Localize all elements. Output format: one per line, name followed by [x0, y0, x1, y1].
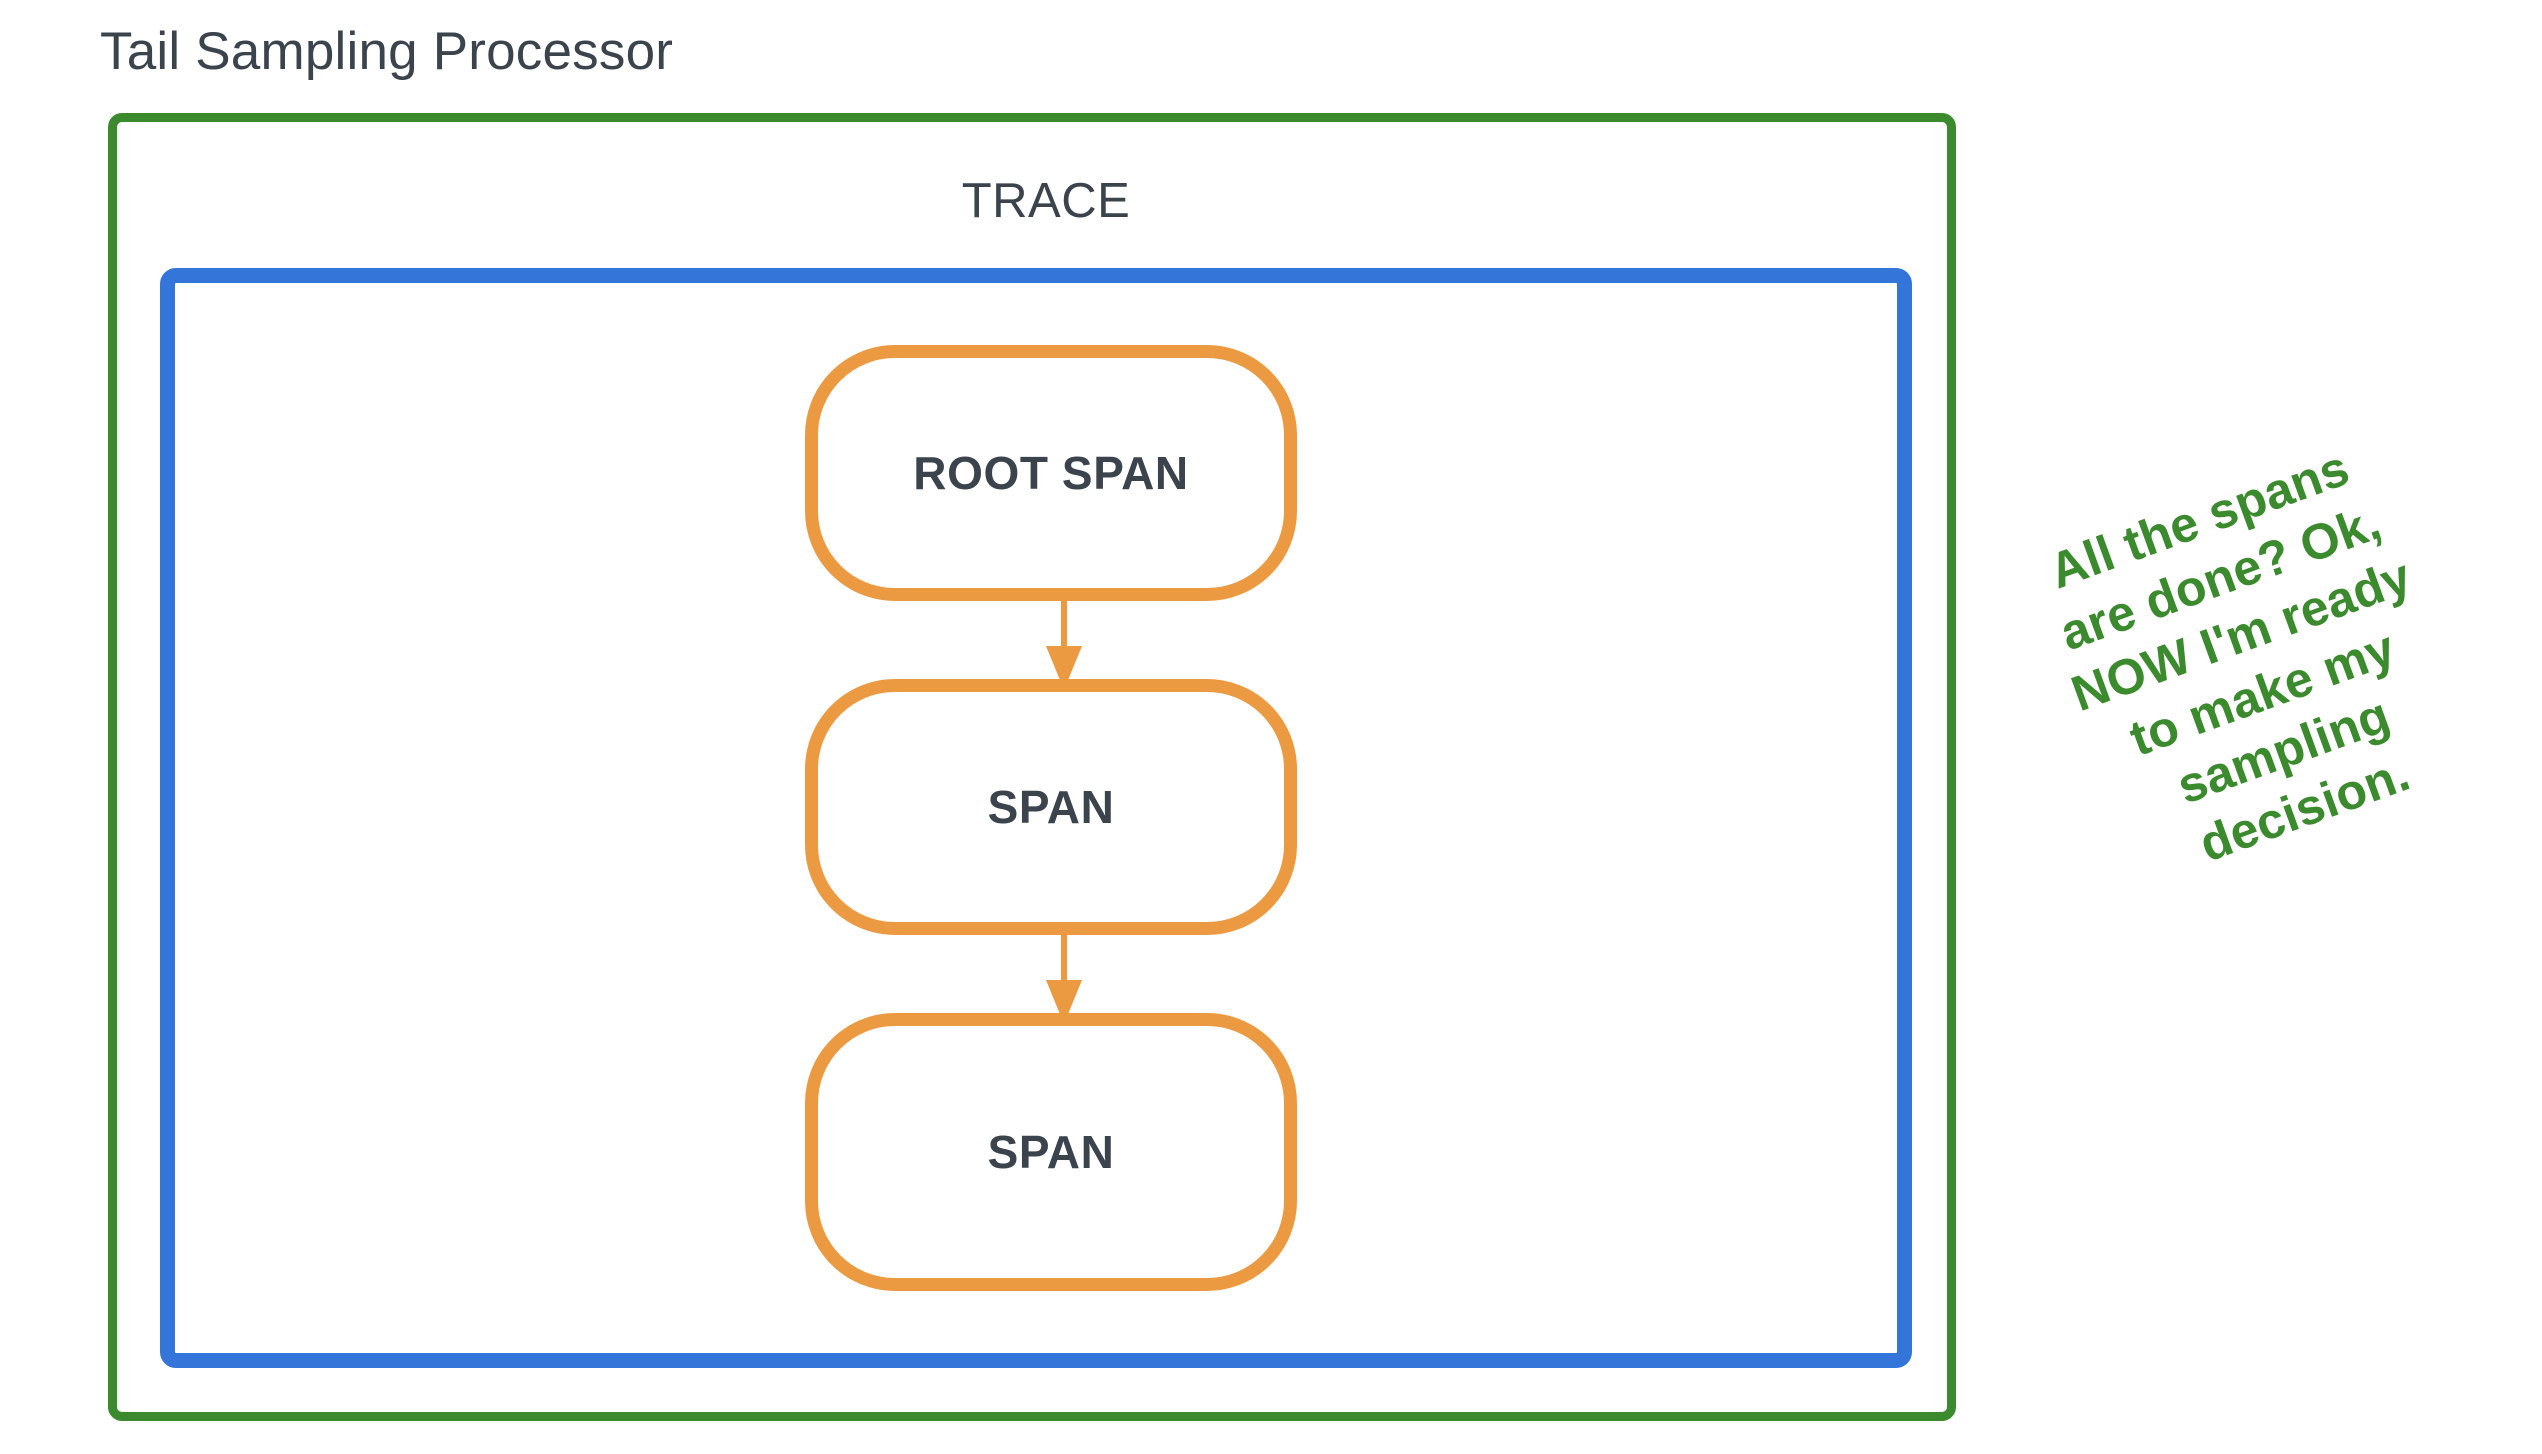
- span-node-leaf[interactable]: SPAN: [805, 1013, 1297, 1291]
- span-node-middle[interactable]: SPAN: [805, 679, 1297, 935]
- span-label-leaf: SPAN: [987, 1126, 1115, 1178]
- connector-root-to-mid: [1024, 598, 1104, 690]
- down-arrow-icon: [1046, 598, 1082, 690]
- sampling-decision-callout: All the spans are done? Ok, NOW I'm read…: [1959, 407, 2542, 921]
- trace-box: [160, 268, 1912, 1368]
- down-arrow-icon: [1046, 932, 1082, 1024]
- span-label-root: ROOT SPAN: [913, 447, 1189, 499]
- tail-sampling-processor-box: [108, 113, 1956, 1421]
- span-label-middle: SPAN: [987, 781, 1115, 833]
- connector-mid-to-leaf: [1024, 932, 1104, 1024]
- page-title: Tail Sampling Processor: [100, 22, 674, 81]
- span-node-root[interactable]: ROOT SPAN: [805, 345, 1297, 601]
